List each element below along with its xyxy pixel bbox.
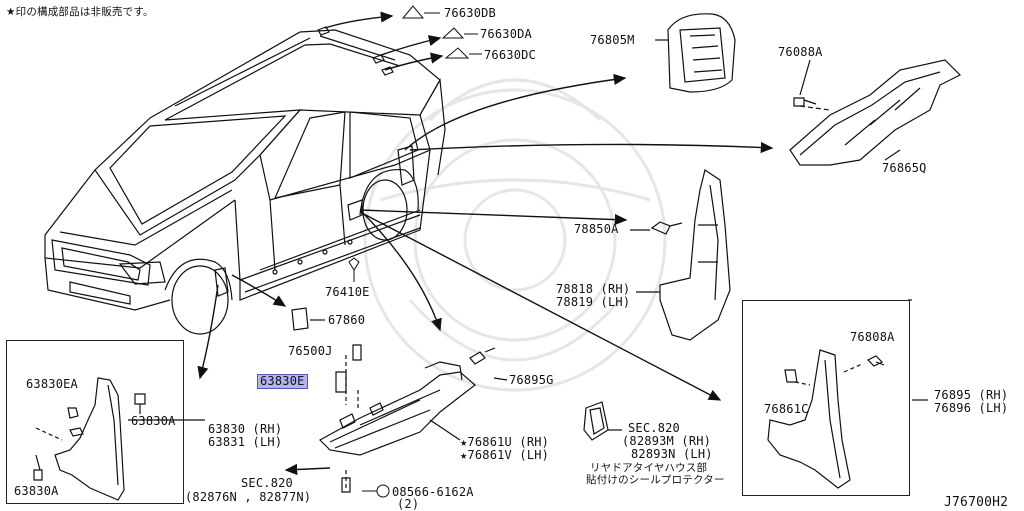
label-76896[interactable]: 76896 (LH) [934, 401, 1009, 415]
part-76865Q-bracket [789, 59, 962, 166]
label-63830E-highlighted[interactable]: 63830E [257, 374, 308, 389]
inset-box-right [742, 300, 910, 496]
inset-left-mudguard [33, 377, 205, 501]
sec820-seal-protector [583, 401, 622, 441]
jp-description-2: 貼付けのシールプロテクター [586, 474, 725, 486]
vehicle-illustration [44, 26, 446, 335]
label-82893N[interactable]: 82893N (LH) [631, 447, 713, 461]
label-76861C[interactable]: 76861C [764, 402, 809, 416]
label-76630DC[interactable]: 76630DC [484, 48, 536, 62]
label-67860[interactable]: 67860 [328, 313, 366, 327]
label-76895[interactable]: 76895 (RH) [934, 388, 1009, 402]
label-76088A[interactable]: 76088A [778, 45, 823, 59]
label-63830A-top[interactable]: 63830A [131, 414, 176, 428]
label-76500J[interactable]: 76500J [288, 344, 333, 358]
label-82893M[interactable]: (82893M (RH) [622, 434, 712, 448]
label-sec820-left-parts[interactable]: (82876N , 82877N) [185, 490, 312, 504]
inset-box-left [6, 340, 184, 504]
part-67860-pad [291, 307, 325, 331]
label-sec820-left[interactable]: SEC.820 [241, 476, 293, 490]
screw-symbol [362, 484, 390, 498]
label-78850A[interactable]: 78850A [574, 222, 619, 236]
label-78818[interactable]: 78818 (RH) [556, 282, 631, 296]
label-63830A-bottom[interactable]: 63830A [14, 484, 59, 498]
label-screw[interactable]: 08566-6162A [392, 485, 474, 499]
inset-right-mudguard [767, 299, 928, 489]
label-76895G[interactable]: 76895G [509, 373, 554, 387]
label-76861U[interactable]: ★76861U (RH) [460, 435, 550, 449]
jp-description-1: リヤドアタイヤハウス部 [590, 462, 708, 474]
clip-icons-76630 [401, 5, 482, 59]
label-63830EA[interactable]: 63830EA [26, 377, 78, 391]
part-76805M-bracket [655, 13, 736, 93]
non-sale-note: ★印の構成部品は非販売です。 [6, 6, 154, 18]
label-sec820-right[interactable]: SEC.820 [628, 421, 680, 435]
label-76410E[interactable]: 76410E [325, 285, 370, 299]
part-78818-panel [630, 169, 731, 341]
label-63831[interactable]: 63831 (LH) [208, 435, 283, 449]
part-76410E-clip [348, 257, 360, 282]
part-76861U-protector [319, 344, 508, 493]
label-78819[interactable]: 78819 (LH) [556, 295, 631, 309]
label-63830[interactable]: 63830 (RH) [208, 422, 283, 436]
watermark-emblem [363, 78, 667, 392]
label-76861V[interactable]: ★76861V (LH) [460, 448, 550, 462]
label-76808A[interactable]: 76808A [850, 330, 895, 344]
label-76805M[interactable]: 76805M [590, 33, 635, 47]
label-screw-qty: (2) [397, 497, 420, 511]
label-76865Q[interactable]: 76865Q [882, 161, 927, 175]
label-76630DB[interactable]: 76630DB [444, 6, 496, 20]
diagram-id: J76700H2 [944, 495, 1009, 510]
leader-arrows [197, 11, 774, 476]
label-76630DA[interactable]: 76630DA [480, 27, 532, 41]
